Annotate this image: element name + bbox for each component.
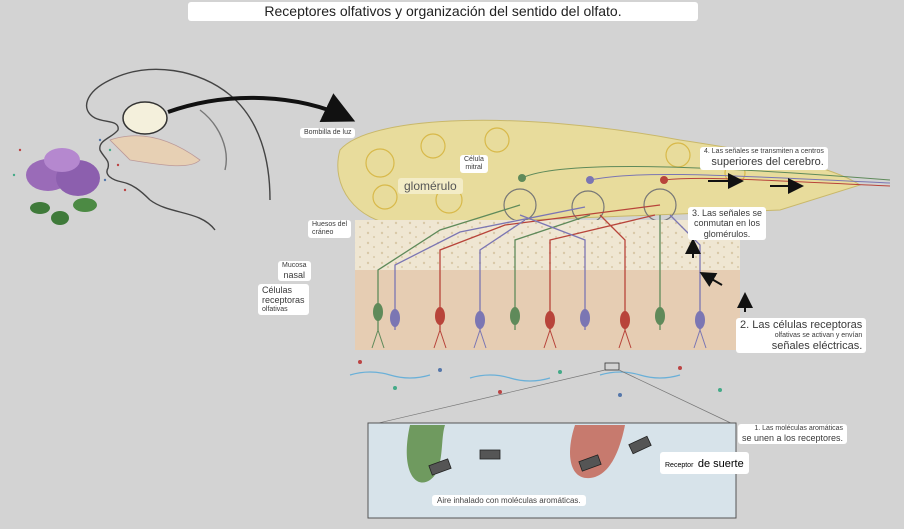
receptor-proteins [428,435,652,476]
nose-zoom-circle [122,101,168,135]
label-receptor-line3: olfativas [262,305,288,313]
label-skull-line1: Huesos del [312,221,348,228]
label-inhaled-air: Aire inhalado con moléculas aromáticas. [432,495,586,506]
label-skull-bones: Huesos del cráneo [308,220,352,239]
zoom-lines [369,369,736,426]
signal-arrows [685,173,804,312]
label-step-1: 1. Las moléculas aromáticas se unen a lo… [738,424,848,445]
label-mitral-line1: Célula [464,156,484,163]
zoom-arrow [167,93,356,123]
label-mitral-cell: Célula mitral [460,155,488,174]
odor-molecules [358,360,722,397]
label-step-3: 3. Las señales se conmutan en los glomér… [688,207,767,241]
label-step4-line1: 4. Las señales se transmiten a centros [704,148,824,155]
label-step2-line1: 2. Las células receptoras [740,319,863,331]
label-step3-line2: conmutan en los [694,218,761,229]
label-mitral-line2: mitral [465,164,483,172]
diagram-title: Receptores olfativos y organización del … [188,2,698,21]
receptor-neurons [377,204,701,330]
label-receptor-cells: Células receptoras olfativas [258,284,309,315]
head-profile [85,68,271,231]
airflow [349,371,681,382]
label-step-4: 4. Las señales se transmiten a centros s… [700,147,828,170]
label-step2-line3: señales eléctricas. [771,339,863,352]
label-step1-line2: se unen a los receptores. [742,433,844,444]
label-step3-line3: glomérulos. [703,228,751,239]
label-step-2: 2. Las células receptoras olfativas se a… [736,318,867,354]
label-luck-receptor: Receptor de suerte [660,452,749,474]
label-nasal-mucosa: Mucosa nasal [278,261,311,282]
nasal-cavity [109,135,201,167]
receptor-cell-bodies [373,303,705,329]
lilac-flower-illustration [26,148,100,225]
label-step4-line2: superiores del cerebro. [711,156,824,169]
label-receptor-line1: Células [262,285,293,295]
label-luck-line2: de suerte [697,458,744,470]
label-skull-line2: cráneo [312,229,334,237]
zoom-marker [604,362,620,371]
label-glomerulo: glomérulo [398,178,463,194]
cilia [371,329,707,349]
label-mucosa-line2: nasal [283,270,306,281]
label-receptor-line2: receptoras [262,295,305,306]
label-bulb: Bombilla de luz [300,128,356,139]
label-mucosa-line1: Mucosa [282,262,307,269]
label-luck-line1: Receptor [665,462,694,469]
label-bulb-text: Bombilla de luz [304,129,352,136]
scent-particles [12,138,127,192]
label-step3-line1: 3. Las señales se [692,208,763,218]
label-step2-line2: olfativas se activan y envían [774,331,863,339]
label-step1-line1: 1. Las moléculas aromáticas [754,425,844,432]
